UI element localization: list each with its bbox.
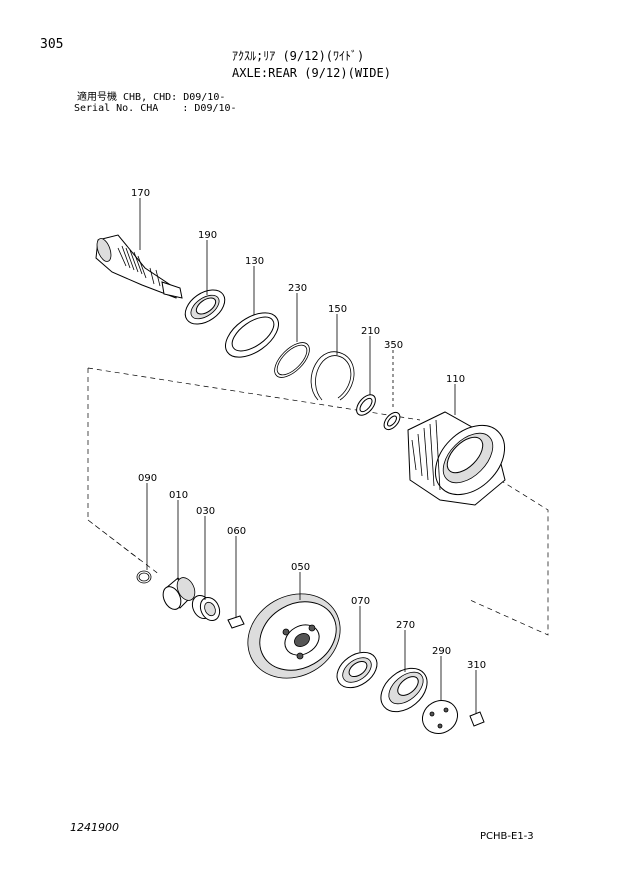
- part-050-planet-gear: [247, 593, 341, 679]
- page-number: 305: [40, 37, 64, 52]
- footer-drawing-number: 1241900: [70, 821, 119, 834]
- part-210-ring: [356, 394, 376, 416]
- leader-lines: [139, 198, 477, 706]
- footer-page-code: PCHB-E1-3: [480, 831, 534, 842]
- label-130: 130: [245, 256, 264, 267]
- part-030-collar: [191, 594, 221, 622]
- label-150: 150: [328, 304, 347, 315]
- part-090-snap-ring: [136, 570, 152, 584]
- part-130-ring: [225, 312, 279, 358]
- title-japanese: ｱｸｽﾙ;ﾘｱ (9/12)(ﾜｲﾄﾞ): [232, 49, 365, 63]
- label-110: 110: [446, 374, 465, 385]
- label-210: 210: [361, 326, 380, 337]
- label-030: 030: [196, 506, 215, 517]
- label-050: 050: [291, 562, 310, 573]
- label-010: 010: [169, 490, 188, 501]
- part-190-seal: [184, 289, 226, 325]
- part-350-washer: [383, 411, 401, 431]
- title-english: AXLE:REAR (9/12)(WIDE): [232, 66, 391, 80]
- part-070-seal: [336, 651, 378, 689]
- label-290: 290: [432, 646, 451, 657]
- part-270-bearing: [380, 667, 428, 713]
- label-230: 230: [288, 283, 307, 294]
- label-070: 070: [351, 596, 370, 607]
- serial-line-1: 適用号機 CHB, CHD: D09/10-: [77, 92, 226, 103]
- part-150-snap-ring: [310, 351, 355, 401]
- label-170: 170: [131, 188, 150, 199]
- label-190: 190: [198, 230, 217, 241]
- label-060: 060: [227, 526, 246, 537]
- part-310-bolt: [469, 706, 485, 727]
- part-170-shaft: [95, 234, 183, 299]
- part-230-snap-ring: [274, 342, 310, 378]
- part-290-plate: [421, 699, 459, 735]
- assembly-boundary: [87, 367, 549, 636]
- label-350: 350: [384, 340, 403, 351]
- serial-line-2: Serial No. CHA : D09/10-: [74, 103, 237, 114]
- label-310: 310: [467, 660, 486, 671]
- part-110-ring-gear: [407, 411, 506, 506]
- label-090: 090: [138, 473, 157, 484]
- part-010-bearing: [162, 577, 196, 610]
- label-270: 270: [396, 620, 415, 631]
